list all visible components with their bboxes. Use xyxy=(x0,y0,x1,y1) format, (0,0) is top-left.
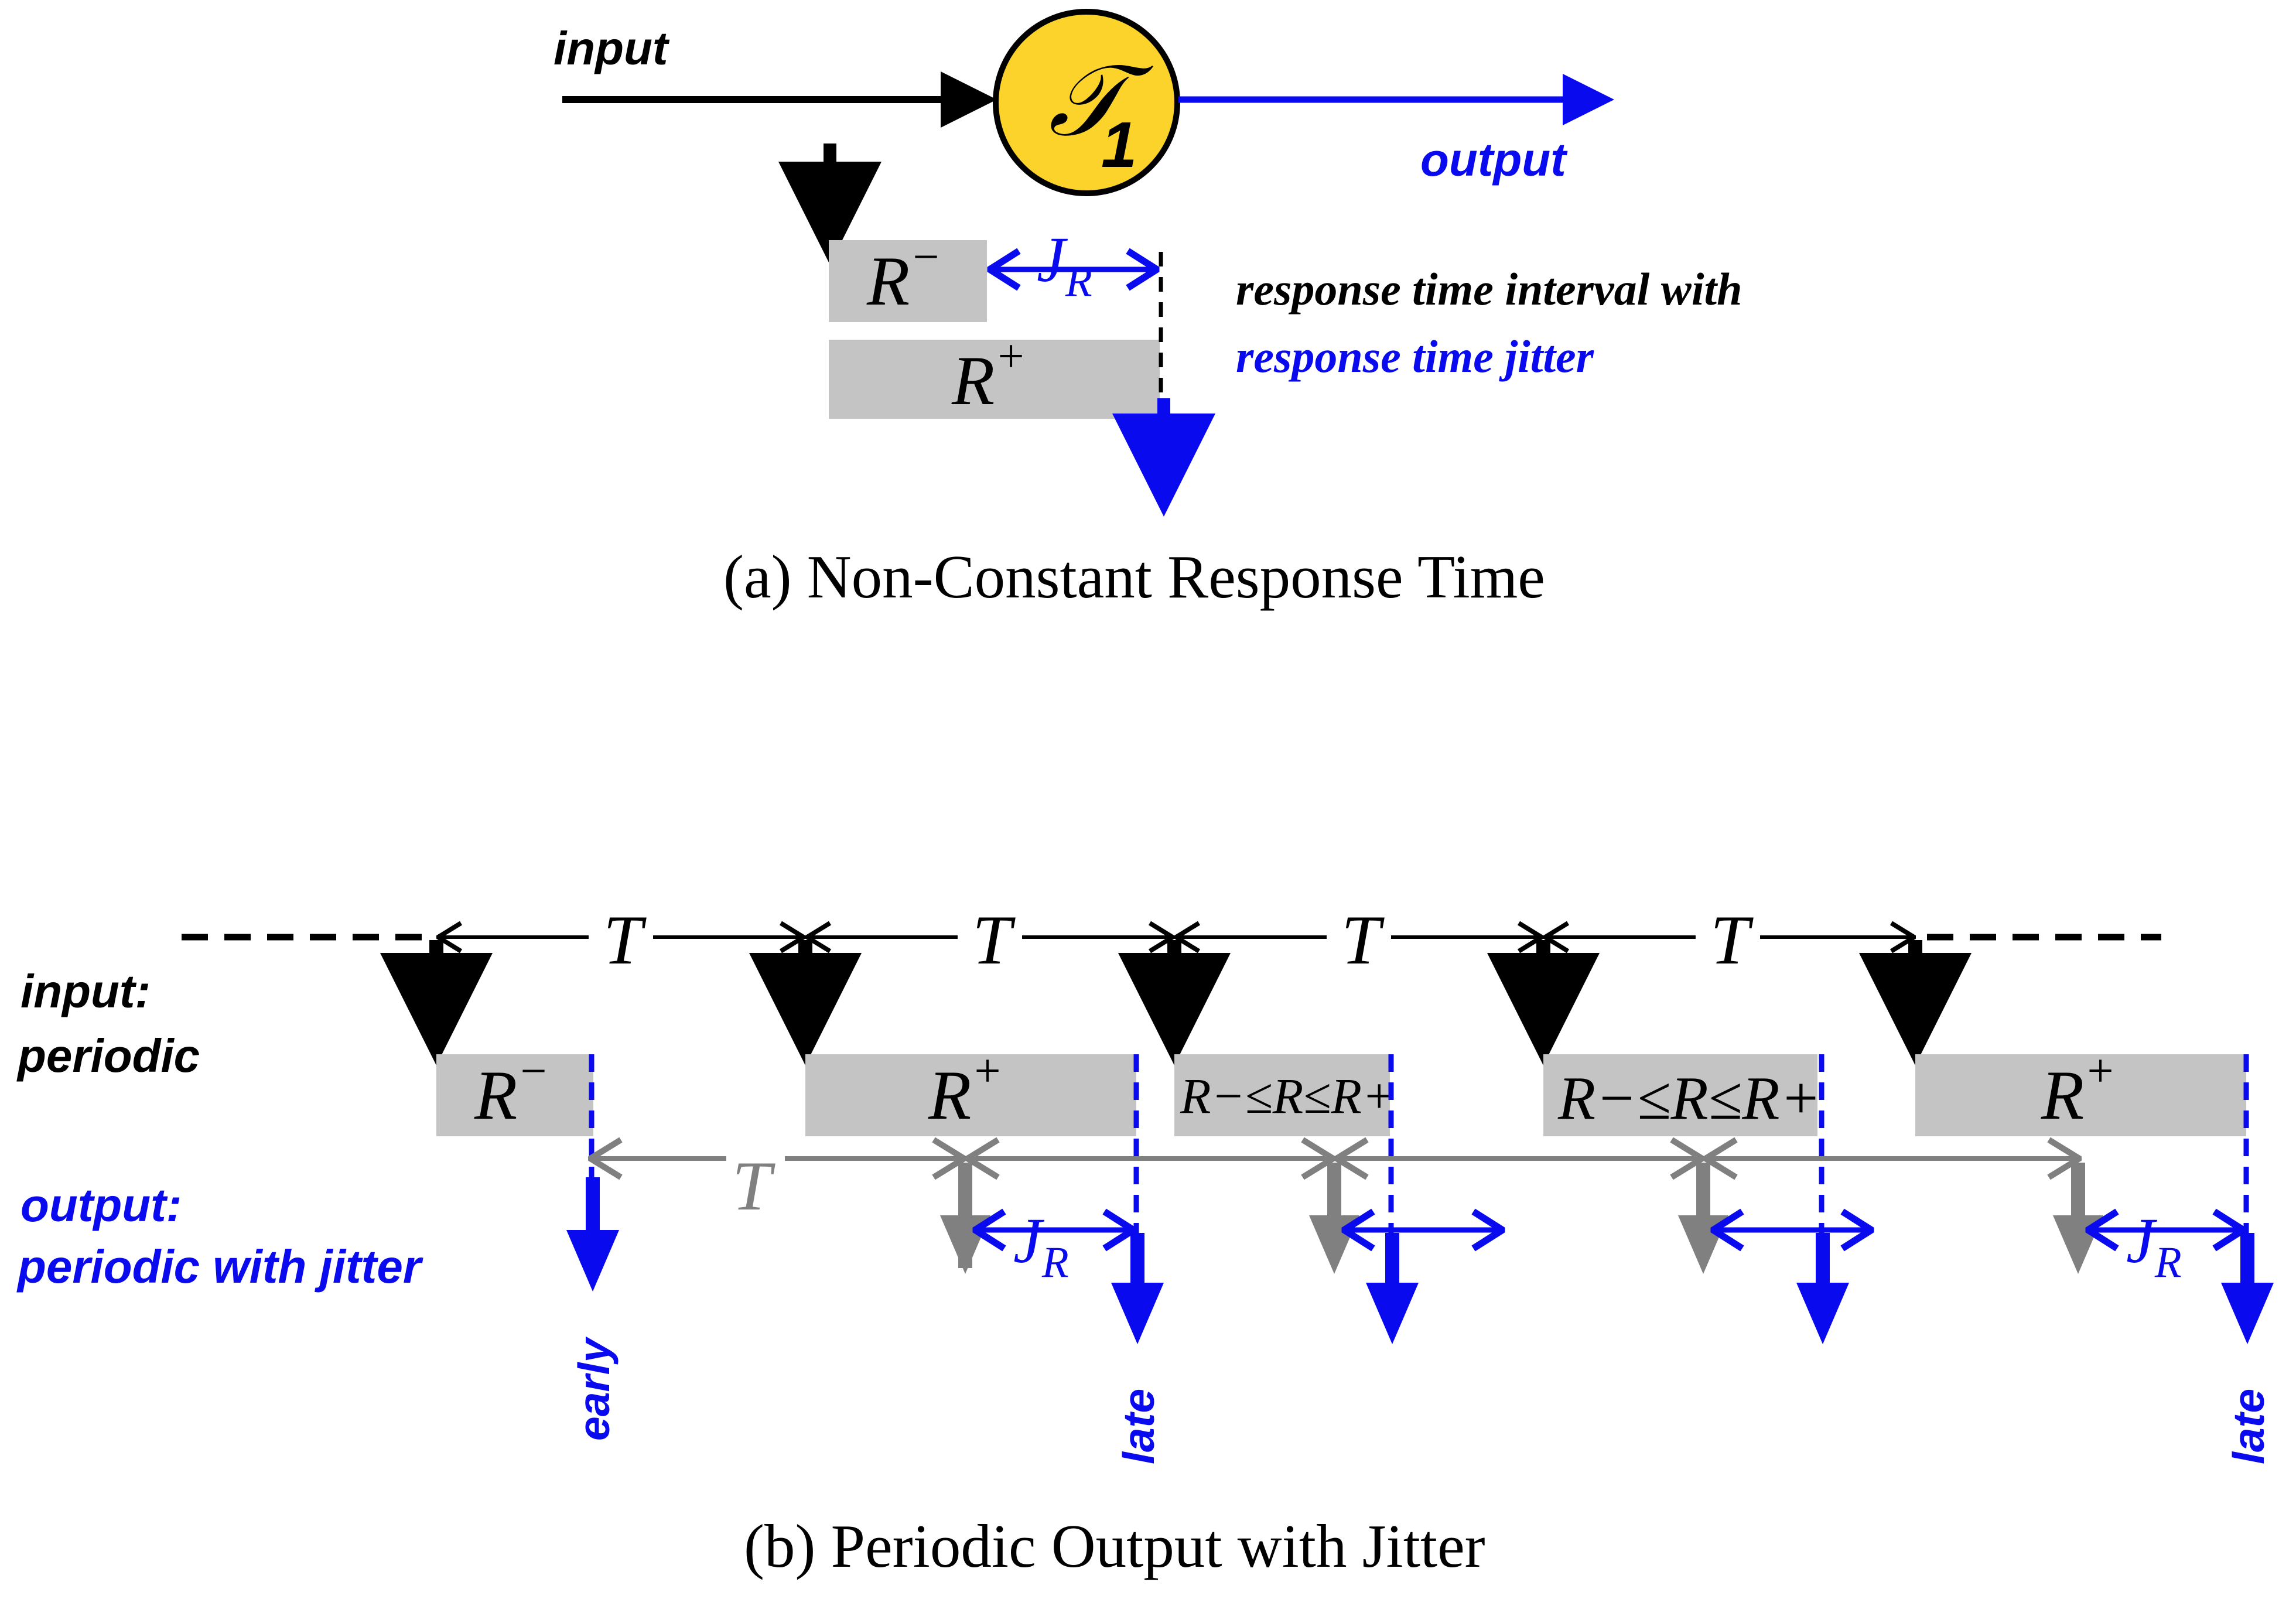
nominal-output-head-3 xyxy=(1678,1215,1728,1274)
response-box-label-4: R−≤R≤R+ xyxy=(1557,1064,1821,1132)
period-label-1: T xyxy=(603,901,647,979)
note-line-1: response time interval with xyxy=(1236,264,1742,315)
period-label-2: T xyxy=(972,901,1016,979)
period-label-bg-3 xyxy=(1327,905,1391,969)
note-line-2: response time jitter xyxy=(1236,331,1594,382)
response-box-2 xyxy=(805,1054,1136,1136)
period-label-bg-1 xyxy=(589,905,653,969)
output-label: output xyxy=(1420,134,1568,186)
actual-output-head-2 xyxy=(1111,1283,1164,1344)
response-box-label-3: R−≤R≤R+ xyxy=(1180,1068,1396,1124)
period-label-bg-4 xyxy=(1696,905,1760,969)
output-label-line-2: periodic with jitter xyxy=(16,1241,423,1293)
actual-output-head-3 xyxy=(1366,1283,1419,1344)
actual-output-head-4 xyxy=(1796,1283,1849,1344)
period-label-3: T xyxy=(1341,901,1385,979)
output-period-label: T xyxy=(732,1147,775,1225)
task-index: 1 xyxy=(1101,109,1137,181)
response-box-3 xyxy=(1174,1054,1390,1136)
response-box-1 xyxy=(436,1054,593,1136)
output-period-label-bg xyxy=(726,1148,785,1212)
panel-b: T T T T R− R+ R−≤R≤R+ R−≤R≤R+ R+ xyxy=(16,901,2274,1580)
input-label-line-1: input: xyxy=(20,965,151,1017)
input-label: input xyxy=(554,22,670,74)
caption-a: (a) Non-Constant Response Time xyxy=(723,542,1545,611)
actual-output-head-1 xyxy=(566,1230,619,1291)
r-min-label: R− xyxy=(866,231,941,320)
response-box-label-2: R+ xyxy=(928,1045,1003,1134)
output-label-line-1: output: xyxy=(20,1179,182,1231)
jitter-label: JR xyxy=(1037,224,1092,306)
r-max-label: R+ xyxy=(951,331,1026,419)
actual-output-head-5 xyxy=(2221,1283,2274,1344)
r-max-box xyxy=(829,340,1160,419)
jitter-label-1: JR xyxy=(1013,1205,1069,1287)
input-label-line-2: periodic xyxy=(16,1030,200,1082)
panel-a: input 𝒯 1 output R− R+ JR response time … xyxy=(554,9,1742,611)
response-box-5 xyxy=(1915,1054,2246,1136)
response-box-4 xyxy=(1543,1054,1817,1136)
caption-b: (b) Periodic Output with Jitter xyxy=(744,1512,1485,1580)
task-node xyxy=(993,9,1180,196)
r-min-box xyxy=(829,240,987,322)
late-label-1: late xyxy=(1114,1389,1163,1464)
period-label-bg-2 xyxy=(958,905,1022,969)
jitter-label-4: JR xyxy=(2126,1205,2182,1287)
early-label: early xyxy=(569,1337,619,1441)
nominal-output-head-2 xyxy=(1309,1215,1359,1274)
period-label-4: T xyxy=(1710,901,1754,979)
late-label-2: late xyxy=(2224,1389,2273,1464)
nominal-output-head-4 xyxy=(2053,1215,2103,1274)
